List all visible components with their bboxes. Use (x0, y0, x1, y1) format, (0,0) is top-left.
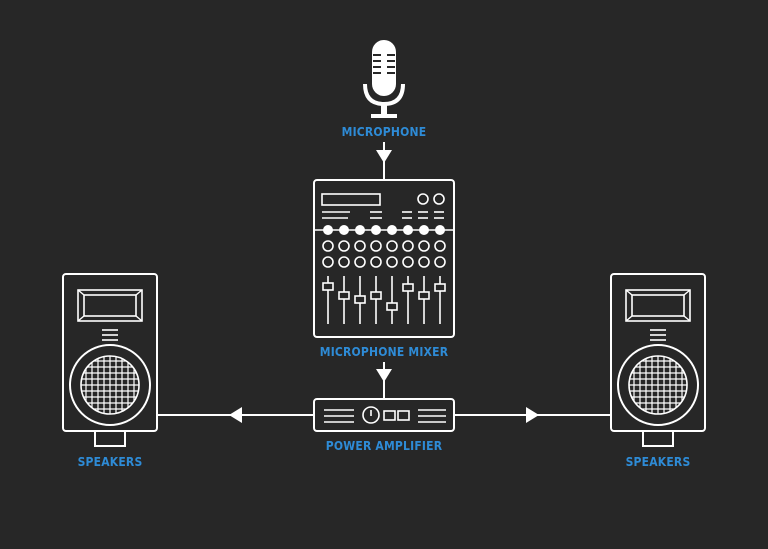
amplifier-label: POWER AMPLIFIER (326, 439, 443, 453)
mixer-to-amp-arrow (376, 362, 392, 399)
amp-to-right-speaker-arrow (454, 407, 611, 423)
left-speakers-label: SPEAKERS (78, 455, 143, 469)
speaker-icon (611, 274, 705, 446)
mic-to-mixer-arrow (376, 142, 392, 180)
speaker-icon (63, 274, 157, 446)
amplifier-icon (313, 398, 455, 432)
mixer-label: MICROPHONE MIXER (320, 345, 449, 359)
right-speakers-label: SPEAKERS (626, 455, 691, 469)
mixer-icon (313, 179, 455, 338)
left-speaker (63, 274, 157, 446)
microphone-label: MICROPHONE (342, 125, 427, 139)
microphone-icon (363, 40, 405, 118)
right-speaker (611, 274, 705, 446)
amp-to-left-speaker-arrow (157, 407, 314, 423)
